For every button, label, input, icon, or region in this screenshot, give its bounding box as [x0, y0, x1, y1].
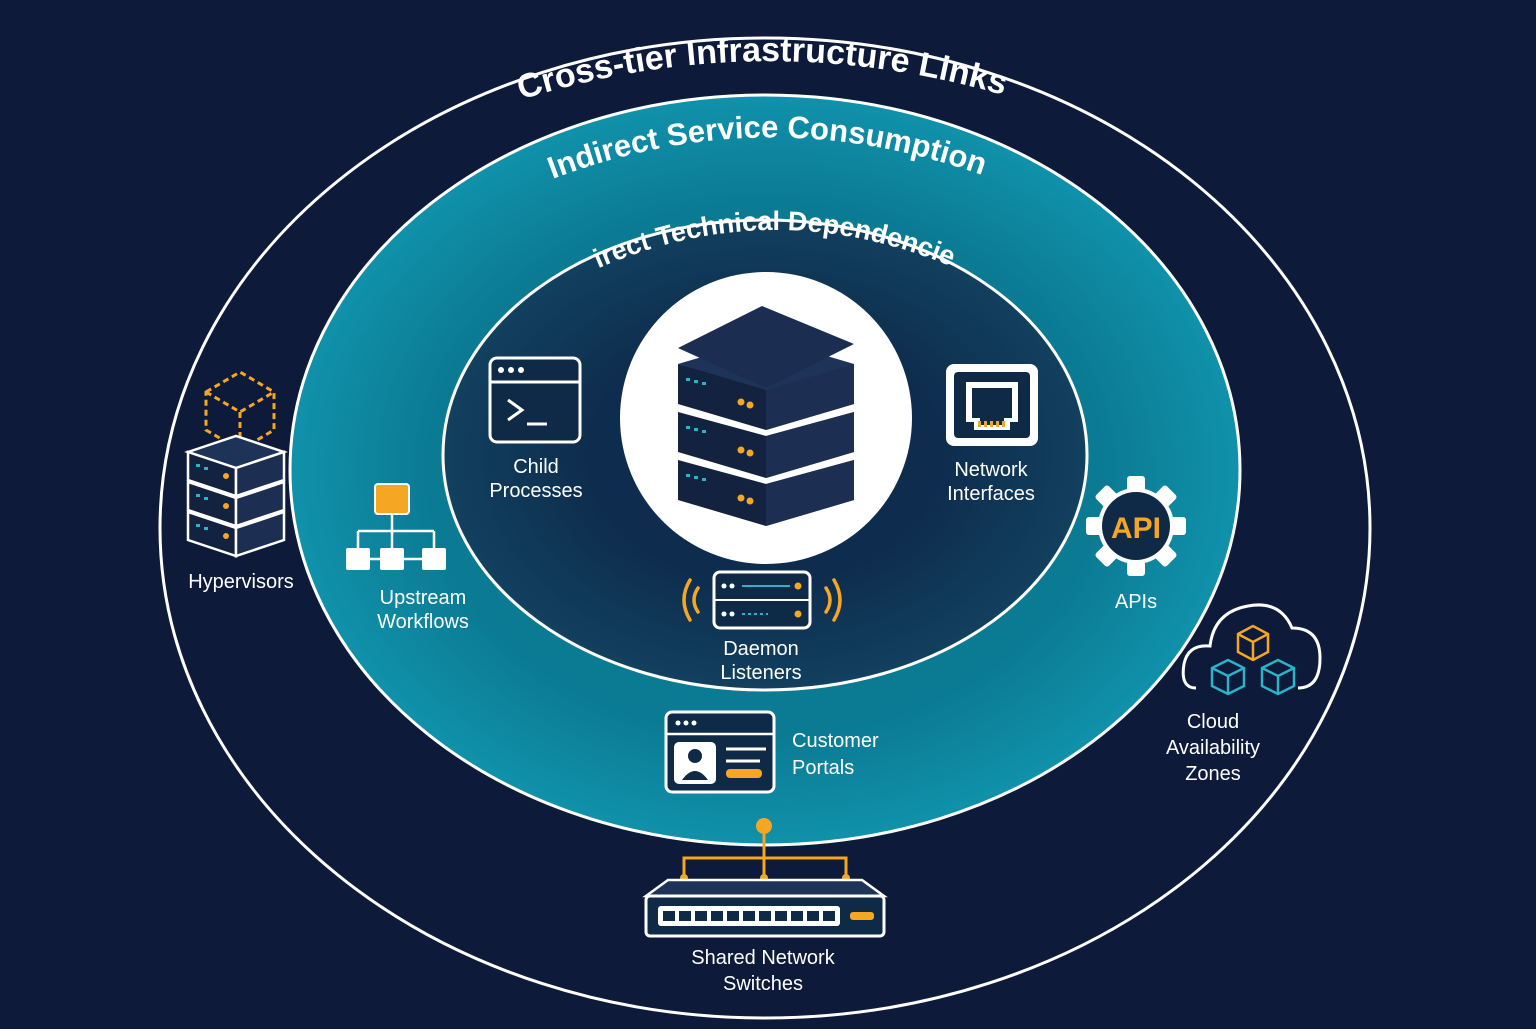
terminal-icon: [488, 356, 582, 444]
ethernet-port-icon: [946, 364, 1038, 446]
api-badge: API: [1111, 512, 1161, 545]
apis-label: APIs: [1114, 591, 1158, 613]
server-stack-icon: [678, 306, 854, 526]
hypervisors-label: Hypervisors: [188, 571, 294, 593]
portal-profile-icon: [664, 710, 776, 794]
workflow-icon: [346, 483, 446, 570]
cloud-cubes-icon: [1181, 603, 1322, 696]
network-switch-icon: [642, 818, 888, 938]
hypervisor-icon: [184, 370, 288, 558]
daemon-device-icon: [682, 570, 842, 630]
api-gear-icon: API: [1086, 476, 1186, 576]
